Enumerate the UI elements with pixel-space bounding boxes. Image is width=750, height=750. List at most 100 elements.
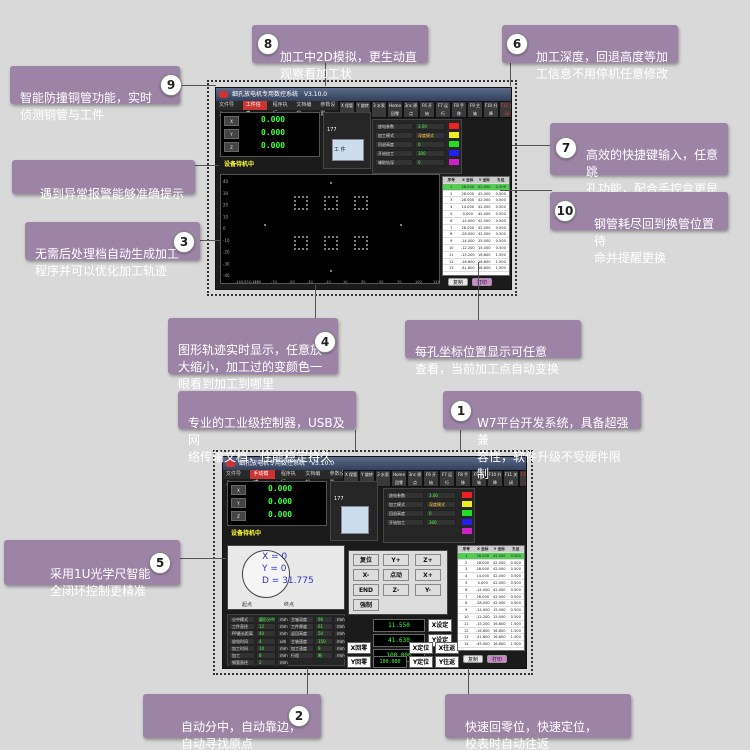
jog-z-plus-button[interactable]: Z+ <box>415 554 441 566</box>
fkey-6[interactable]: F6 开始 <box>423 470 439 487</box>
fkey-7[interactable]: F7 运行 <box>435 101 451 118</box>
menu-workpiece-info[interactable]: 工件信息 <box>242 101 267 117</box>
menu-program-run[interactable]: 程序执行 <box>272 102 288 117</box>
fkey-8[interactable]: F8 手移 <box>451 101 467 118</box>
axis-y-button[interactable]: Y <box>224 129 239 139</box>
jog-z-minus-button[interactable]: Y- <box>415 584 441 596</box>
grid-value[interactable]: 96 <box>315 616 333 623</box>
param-value[interactable]: 300 <box>415 150 445 157</box>
jog-x-plus-button[interactable]: X+ <box>415 569 441 581</box>
reset-button[interactable]: 复位 <box>353 554 379 566</box>
y-locate-button[interactable]: Y定位 <box>409 656 433 668</box>
x-reciprocate-button[interactable]: X往返 <box>435 642 459 654</box>
axis-x-button[interactable]: X <box>224 116 239 126</box>
grid-value[interactable]: 4 <box>256 637 276 645</box>
table-action-button[interactable]: 复制 <box>463 655 483 663</box>
fkey-5[interactable]: 3nc 原点 <box>403 101 419 118</box>
fkey-8[interactable]: F8 手移 <box>455 470 471 487</box>
jog-x-minus-button[interactable]: X- <box>353 569 379 581</box>
x-locate-button[interactable]: X定位 <box>409 642 433 654</box>
param-value[interactable]: 0 <box>415 141 445 148</box>
jog-y-plus-button[interactable]: Y+ <box>383 554 409 566</box>
axis-z-button[interactable]: Z <box>224 142 239 152</box>
axis-z-button[interactable]: Z <box>231 511 246 521</box>
x-zero-button[interactable]: X回零 <box>347 642 371 654</box>
grid-value[interactable]: 8 <box>256 652 276 659</box>
param-value[interactable]: 0 <box>426 510 456 517</box>
param-value[interactable]: 3.00 <box>415 123 445 130</box>
fkey-11[interactable]: F11 关闭 <box>499 101 511 118</box>
y-reciprocate-button[interactable]: Y往返 <box>435 656 459 668</box>
fkey-4[interactable]: Home 回零 <box>391 470 407 487</box>
grid-value[interactable]: 50 <box>315 630 333 638</box>
table-action-button[interactable]: 复制 <box>448 278 468 286</box>
fkey-3[interactable]: 3 水泵 <box>371 101 387 118</box>
fkey-9[interactable]: F9 主轴 <box>471 470 487 487</box>
end-button[interactable]: END <box>353 584 379 596</box>
grid-value[interactable]: 2 <box>256 659 276 667</box>
fkey-6[interactable]: F6 开始 <box>419 101 435 118</box>
table-action-button[interactable]: 打印 <box>472 278 492 286</box>
param-value[interactable]: 3.00 <box>426 492 456 499</box>
grid-value[interactable]: 10 <box>256 644 276 652</box>
param-value[interactable]: 0 <box>415 159 445 166</box>
fkey-5[interactable]: 3nc 原点 <box>407 470 423 487</box>
fkey-9[interactable]: F9 主轴 <box>467 101 483 118</box>
grid-value[interactable]: 圆形分中 <box>256 616 276 623</box>
axis-y-button[interactable]: Y <box>231 498 246 508</box>
fkey-10[interactable]: F10 升降 <box>483 101 499 118</box>
fkey-4[interactable]: Home 回零 <box>387 101 403 118</box>
param-value[interactable]: 深度模式 <box>426 501 456 508</box>
grid-value[interactable]: 40 <box>256 630 276 638</box>
fkey-10[interactable]: F10 升降 <box>487 470 503 487</box>
param-value[interactable]: 深度模式 <box>415 132 445 139</box>
menu-file-import[interactable]: 文件导入 <box>219 102 235 117</box>
menu-doc-edit[interactable]: 文档编辑 <box>296 102 312 117</box>
force-button[interactable]: 强制 <box>353 599 379 611</box>
grid-value[interactable]: 12 <box>256 623 276 631</box>
table-action-button[interactable]: 打印 <box>487 655 507 663</box>
fkey-11[interactable]: F11 关闭 <box>503 470 519 487</box>
fkey-7[interactable]: F7 运行 <box>439 470 455 487</box>
x-set-button[interactable]: X设定 <box>428 619 452 632</box>
jog-y-minus-button[interactable]: Z- <box>383 584 409 596</box>
grid-value[interactable]: 9 <box>315 644 333 652</box>
fkey-12[interactable]: F12 停止 <box>519 470 526 487</box>
axis-x-button[interactable]: X <box>231 485 246 495</box>
grid-value[interactable]: 断 <box>315 652 333 659</box>
fkey-3[interactable]: 3 水泵 <box>375 470 391 487</box>
grid-value[interactable]: 150 <box>315 637 333 645</box>
menu-params[interactable]: 参数设置 <box>320 102 336 117</box>
y-zero-button[interactable]: Y回零 <box>347 656 371 668</box>
param-value[interactable]: 300 <box>426 519 456 526</box>
jog-step-button[interactable]: 点动 <box>383 569 409 581</box>
